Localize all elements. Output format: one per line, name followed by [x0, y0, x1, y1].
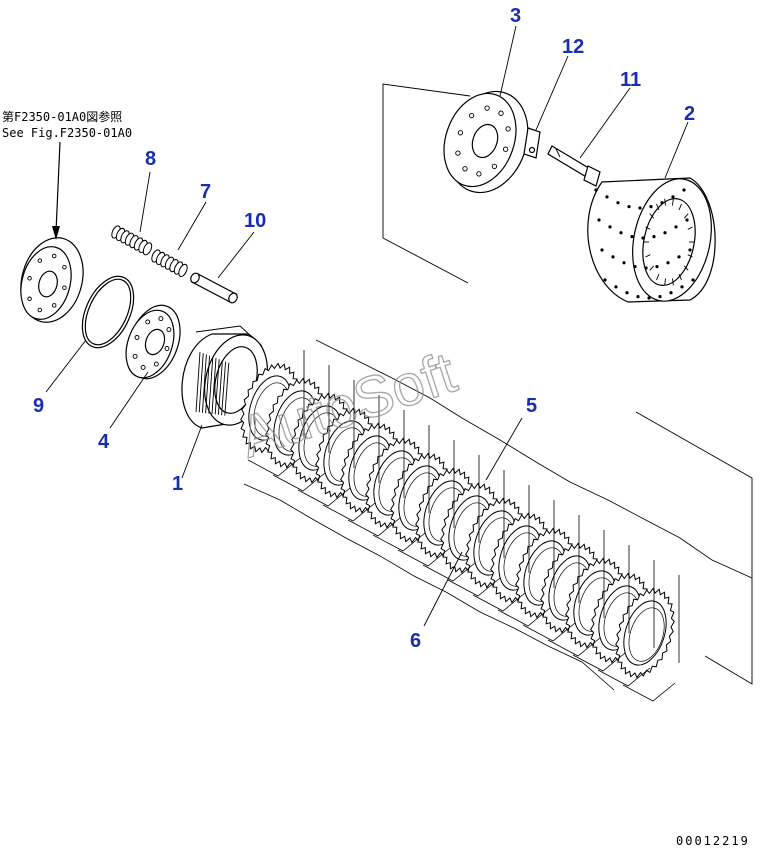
callout-5: 5	[526, 395, 537, 417]
reference-note-jp: 第F2350-01A0図参照	[2, 109, 122, 124]
callout-labels: 3 12 11 2 8 7 10 9 4 1 5 6	[33, 5, 695, 652]
clutch-pack	[240, 339, 753, 702]
part-9-o-ring	[81, 275, 135, 349]
reference-note-en: See Fig.F2350-01A0	[2, 126, 132, 140]
callout-1: 1	[172, 473, 183, 495]
part-10-pin	[190, 272, 238, 304]
callout-12: 12	[562, 36, 584, 58]
callout-2: 2	[684, 103, 695, 125]
reference-note: 第F2350-01A0図参照 See Fig.F2350-01A0	[2, 109, 132, 140]
callout-6: 6	[410, 630, 421, 652]
part-3-piston	[443, 90, 529, 194]
callout-8: 8	[145, 148, 156, 170]
callout-3: 3	[510, 5, 521, 27]
callout-10: 10	[244, 210, 266, 232]
callout-11: 11	[620, 69, 641, 91]
part-2-drum	[587, 177, 716, 303]
part-8-spring	[111, 225, 153, 256]
callout-7: 7	[200, 181, 211, 203]
part-7-spring	[151, 249, 188, 277]
callout-9: 9	[33, 395, 44, 417]
part-11-bolt	[547, 145, 601, 187]
upper-group-bracket	[382, 83, 471, 284]
part-12-lock-plate	[523, 127, 541, 159]
left-cover	[20, 237, 84, 323]
leader-lines	[45, 25, 689, 627]
document-number: 00012219	[676, 834, 750, 848]
part-4-retainer	[125, 304, 181, 380]
callout-4: 4	[98, 431, 110, 453]
